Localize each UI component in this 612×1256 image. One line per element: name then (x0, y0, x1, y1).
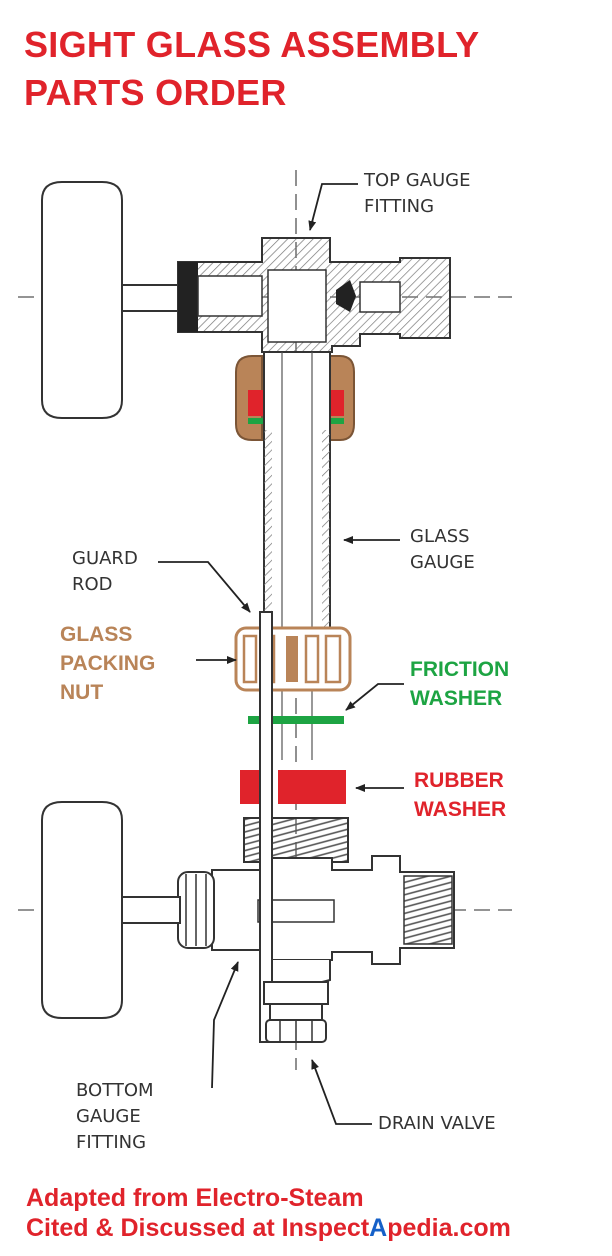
top-handwheel (41, 181, 181, 419)
drain-valve (263, 981, 329, 1043)
credit-line-2: Cited & Discussed at InspectApedia.com (26, 1214, 511, 1242)
title-line-2: PARTS ORDER (24, 72, 287, 113)
rubber-washer (240, 770, 346, 804)
label-rubber-washer: RUBBER WASHER (414, 769, 507, 821)
label-glass-gauge: GLASS GAUGE (410, 526, 475, 573)
leader-guard-rod (158, 561, 251, 613)
leader-top-gauge-fitting (308, 183, 358, 231)
glass-gauge-tube (263, 351, 331, 760)
lower-glass-packing-nut (234, 626, 352, 692)
bottom-gauge-fitting (177, 817, 455, 986)
label-bottom-gauge-fitting: BOTTOM GAUGE FITTING (76, 1080, 154, 1153)
guard-rod (259, 611, 273, 1043)
label-friction-washer: FRICTION WASHER (410, 658, 510, 710)
credit-line-1: Adapted from Electro-Steam (26, 1184, 364, 1212)
top-gauge-fitting (177, 237, 451, 353)
title-line-1: SIGHT GLASS ASSEMBLY (24, 24, 480, 65)
leader-lines (158, 183, 404, 1125)
label-top-gauge-fitting: TOP GAUGE FITTING (364, 170, 471, 217)
leader-bottom-gauge-fitting (211, 961, 239, 1089)
top-packing-nut (235, 355, 355, 441)
leader-drain-valve (311, 1059, 372, 1125)
inspectapedia-logo-a: A (369, 1214, 388, 1242)
bottom-handwheel (41, 801, 181, 1019)
label-guard-rod: GUARD ROD (72, 548, 138, 595)
friction-washer (248, 716, 344, 724)
leader-friction-washer (345, 683, 404, 711)
label-glass-packing-nut: GLASS PACKING NUT (60, 623, 156, 704)
label-drain-valve: DRAIN VALVE (378, 1113, 496, 1134)
